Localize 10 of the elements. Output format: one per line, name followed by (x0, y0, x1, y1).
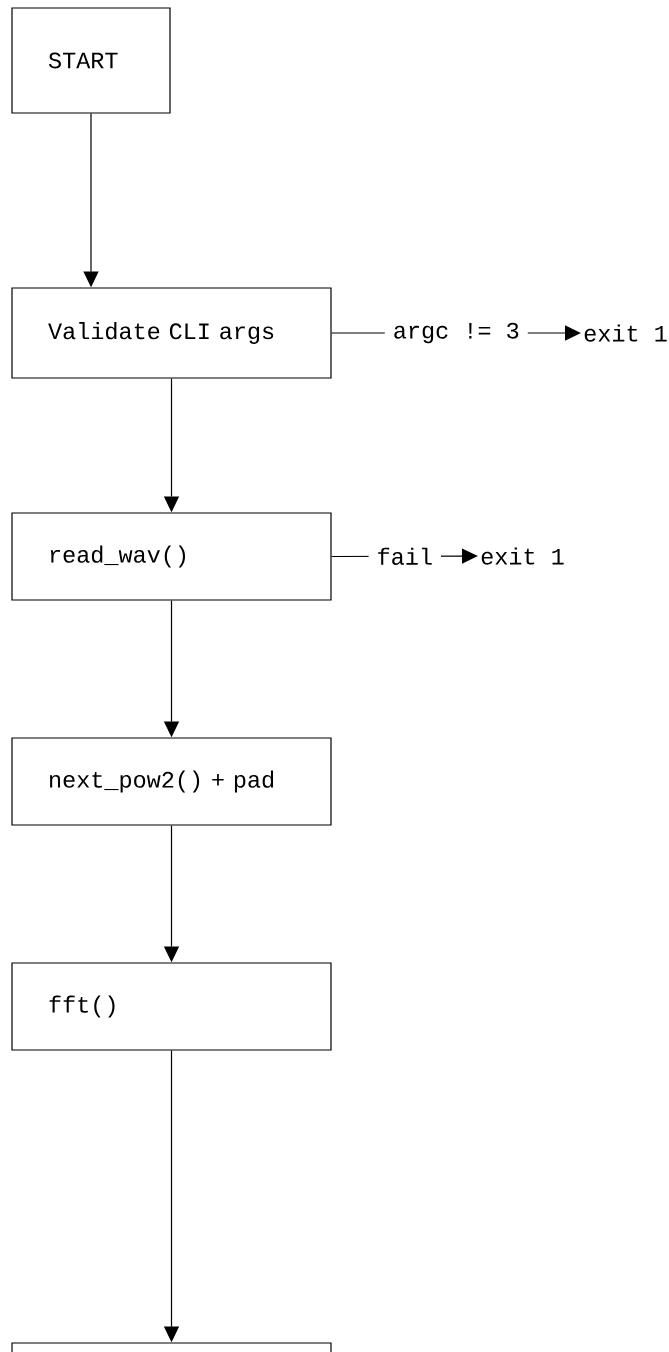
process-box: START (11, 7, 171, 114)
process-box: next_pow2() + pad (11, 737, 332, 826)
terminal-text: exit 1 (584, 324, 667, 342)
process-box: fft() (11, 962, 332, 1051)
terminal-text: exit 1 (481, 547, 564, 565)
process-box: Validate CLI args (11, 287, 332, 379)
process-box: read_wav() (11, 512, 332, 601)
empty-box (11, 1342, 332, 1352)
edge-label: fail (368, 545, 441, 567)
edge-label: argc != 3 (384, 320, 528, 346)
